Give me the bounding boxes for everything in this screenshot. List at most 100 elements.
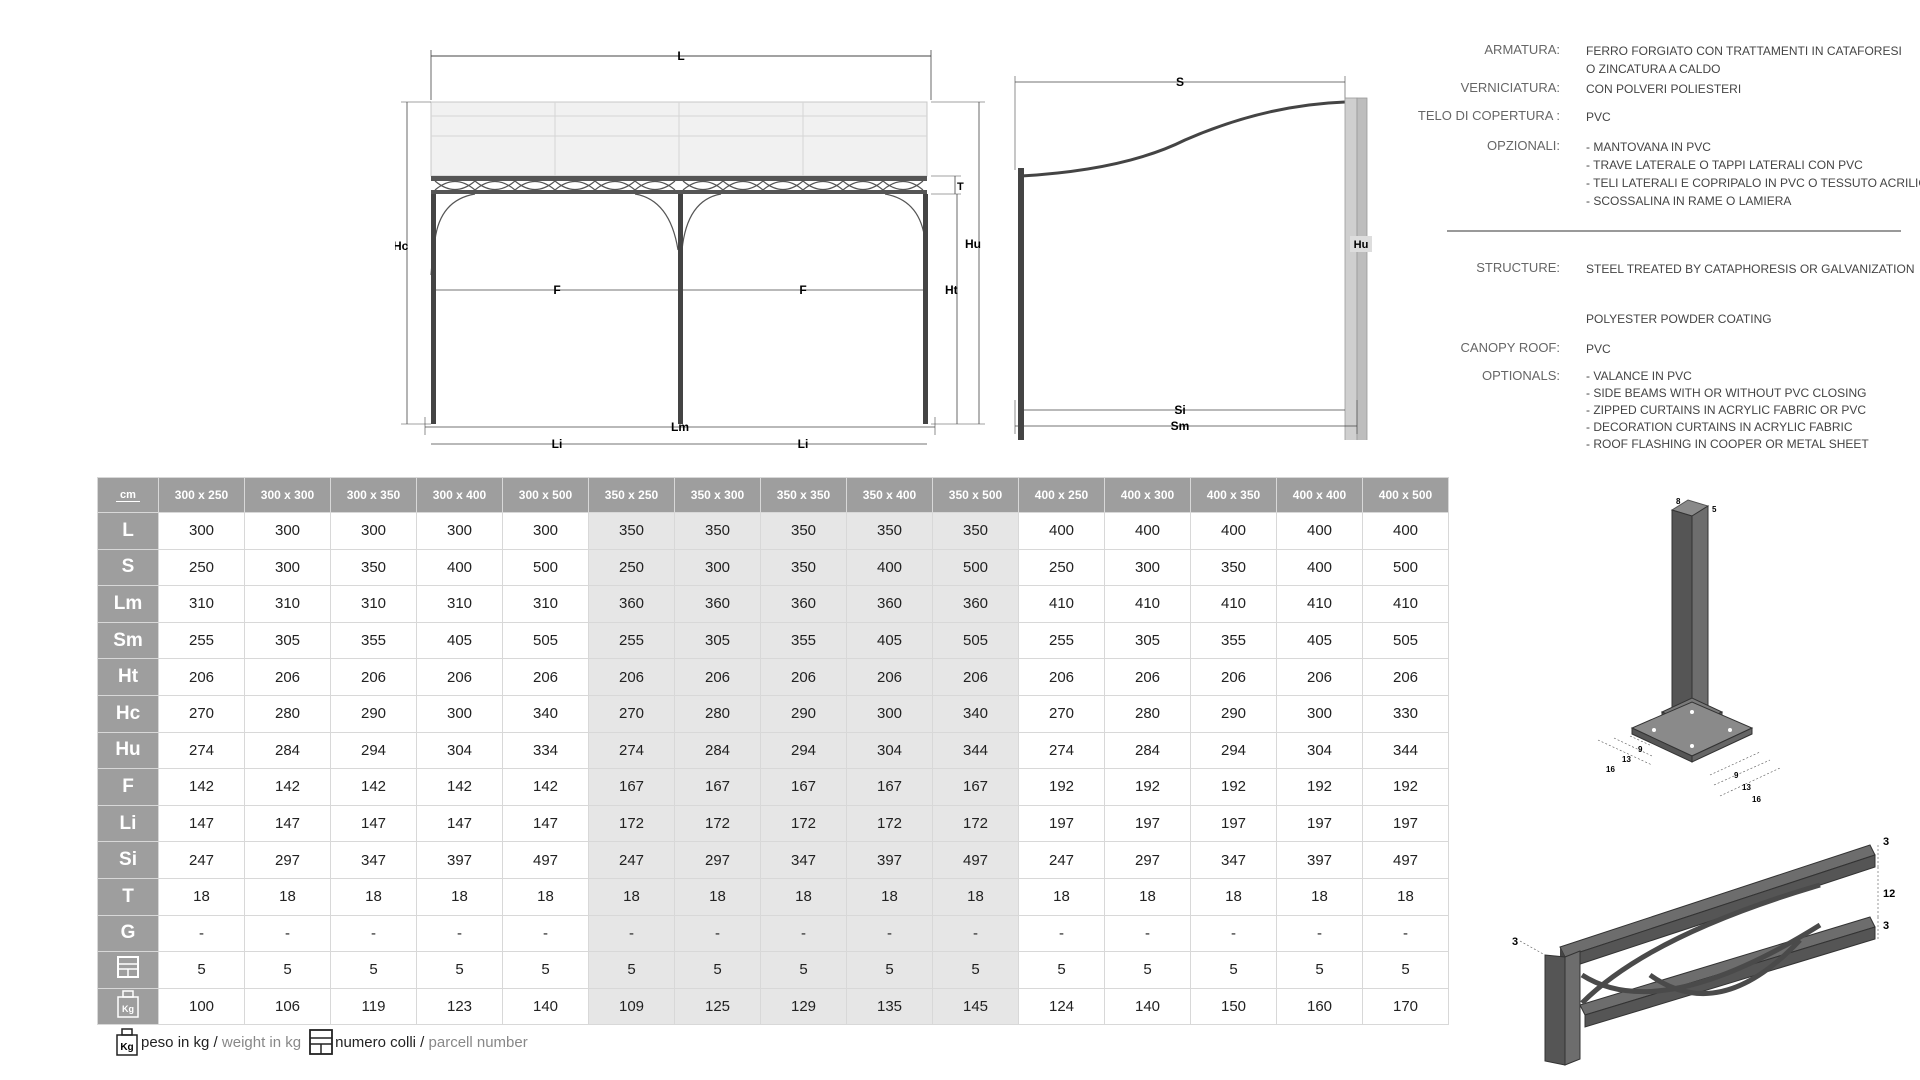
table-cell: 300: [416, 694, 503, 733]
table-cell: 350: [330, 548, 417, 587]
spec-label-optionals: OPTIONALS:: [1481, 368, 1560, 383]
post-base-detail: 8 5 16 13 9 9 13 16: [1597, 497, 1781, 804]
post-base-dim-l1: 16: [1606, 765, 1615, 774]
table-cell: 350: [932, 512, 1019, 550]
row-header-parcels-icon: [97, 951, 159, 989]
table-cell: 297: [674, 841, 761, 879]
table-cell: 250: [588, 548, 675, 587]
table-cell: 18: [416, 877, 503, 916]
table-cell: 294: [1190, 731, 1277, 770]
table-cell: 350: [846, 512, 933, 550]
table-cell: 206: [502, 658, 589, 696]
table-cell: 400: [1018, 512, 1105, 550]
table-cell: 250: [158, 548, 245, 587]
table-cell: 505: [932, 621, 1019, 660]
table-cell: 140: [502, 987, 589, 1026]
column-header: 350 x 300: [674, 477, 761, 513]
beam-dim-bot: 3: [1883, 920, 1889, 932]
table-cell: 410: [1190, 585, 1277, 623]
table-cell: 5: [1276, 951, 1363, 989]
table-cell: 18: [330, 877, 417, 916]
table-cell: -: [846, 914, 933, 953]
table-cell: 300: [158, 512, 245, 550]
table-cell: 206: [1018, 658, 1105, 696]
specs-english: STRUCTURE: STEEL TREATED BY CATAPHORESIS…: [1330, 260, 1920, 460]
table-cell: 18: [244, 877, 331, 916]
table-cell: 400: [1276, 512, 1363, 550]
table-cell: 147: [416, 804, 503, 843]
spec-val: O ZINCATURA A CALDO: [1586, 62, 1721, 76]
table-cell: 18: [158, 877, 245, 916]
table-cell: 297: [244, 841, 331, 879]
table-cell: 18: [760, 877, 847, 916]
table-cell: 400: [1362, 512, 1449, 550]
table-cell: 300: [244, 512, 331, 550]
table-cell: 18: [1362, 877, 1449, 916]
table-cell: 124: [1018, 987, 1105, 1026]
table-cell: 18: [1104, 877, 1191, 916]
table-cell: 135: [846, 987, 933, 1026]
table-cell: 147: [502, 804, 589, 843]
table-cell: 405: [416, 621, 503, 660]
table-cell: -: [1018, 914, 1105, 953]
row-header: Sm: [97, 621, 159, 660]
table-cell: 284: [674, 731, 761, 770]
table-cell: 400: [1104, 512, 1191, 550]
table-cell: 142: [244, 768, 331, 806]
dim-Hu-side: Hu: [1354, 239, 1369, 251]
spec-val: FERRO FORGIATO CON TRATTAMENTI IN CATAFO…: [1586, 44, 1902, 58]
table-cell: 206: [760, 658, 847, 696]
post-dim-a: 8: [1676, 497, 1681, 506]
table-cell: 142: [502, 768, 589, 806]
spec-val: - SIDE BEAMS WITH OR WITHOUT PVC CLOSING: [1586, 386, 1867, 400]
table-cell: 300: [330, 512, 417, 550]
table-cell: 410: [1276, 585, 1363, 623]
parcels-icon: [309, 1029, 334, 1055]
table-cell: 106: [244, 987, 331, 1026]
weight-separator: /: [209, 1033, 222, 1051]
table-cell: 300: [1104, 548, 1191, 587]
spec-val: - TELI LATERALI E COPRIPALO IN PVC O TES…: [1586, 176, 1920, 190]
table-cell: 300: [1276, 694, 1363, 733]
table-cell: 192: [1104, 768, 1191, 806]
table-cell: 310: [330, 585, 417, 623]
spec-label-opzionali: OPZIONALI:: [1487, 138, 1560, 153]
table-cell: 340: [502, 694, 589, 733]
parcels-label-en: parcell number: [428, 1033, 528, 1051]
table-cell: 505: [502, 621, 589, 660]
table-cell: 255: [588, 621, 675, 660]
table-cell: 167: [674, 768, 761, 806]
spec-val: PVC: [1586, 342, 1611, 356]
dim-F-2: F: [799, 283, 806, 297]
table-cell: 505: [1362, 621, 1449, 660]
table-cell: 330: [1362, 694, 1449, 733]
table-cell: 109: [588, 987, 675, 1026]
spec-val: - VALANCE IN PVC: [1586, 369, 1692, 383]
specs-italian: ARMATURA: FERRO FORGIATO CON TRATTAMENTI…: [1330, 42, 1920, 242]
table-cell: 247: [1018, 841, 1105, 879]
row-header: Si: [97, 841, 159, 879]
column-header: 350 x 500: [932, 477, 1019, 513]
table-cell: 397: [1276, 841, 1363, 879]
table-cell: 274: [1018, 731, 1105, 770]
table-cell: 347: [330, 841, 417, 879]
table-cell: -: [244, 914, 331, 953]
dim-F-1: F: [553, 283, 560, 297]
column-header: 400 x 500: [1362, 477, 1449, 513]
row-header: S: [97, 548, 159, 587]
parcels-icon: [117, 955, 139, 978]
table-cell: 206: [1276, 658, 1363, 696]
table-cell: 142: [330, 768, 417, 806]
table-cell: 410: [1362, 585, 1449, 623]
post-dim-b: 5: [1712, 505, 1717, 514]
post-base-dim-r1: 9: [1734, 771, 1739, 780]
table-cell: 290: [330, 694, 417, 733]
row-header: Hu: [97, 731, 159, 770]
